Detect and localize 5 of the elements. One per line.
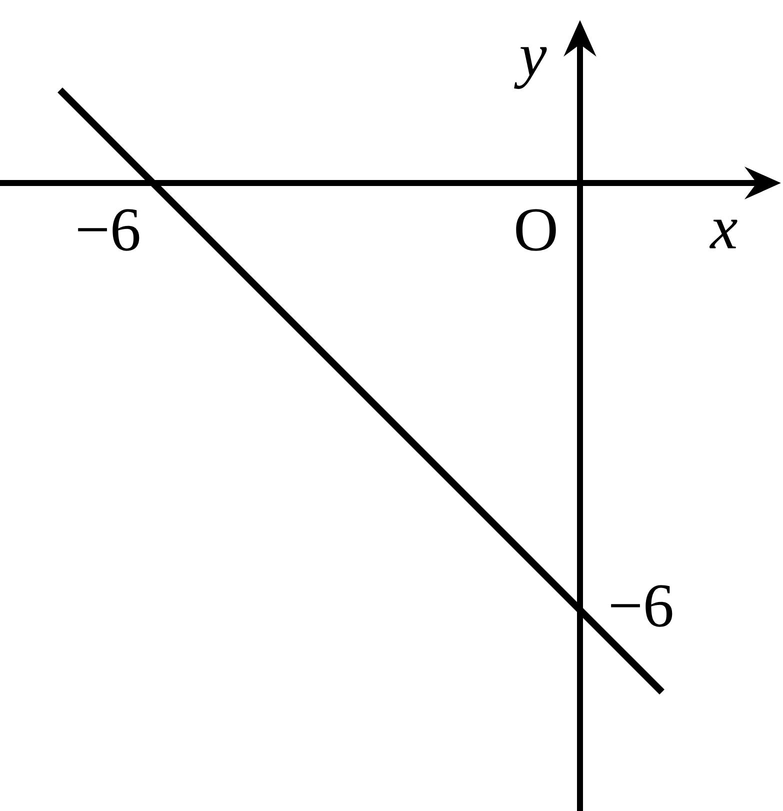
tick-label: −6 [611,585,672,627]
origin-label: O [516,209,556,251]
axis-label: y [514,47,547,89]
axis-label: x [709,220,738,248]
tick-label: −6 [78,209,140,251]
